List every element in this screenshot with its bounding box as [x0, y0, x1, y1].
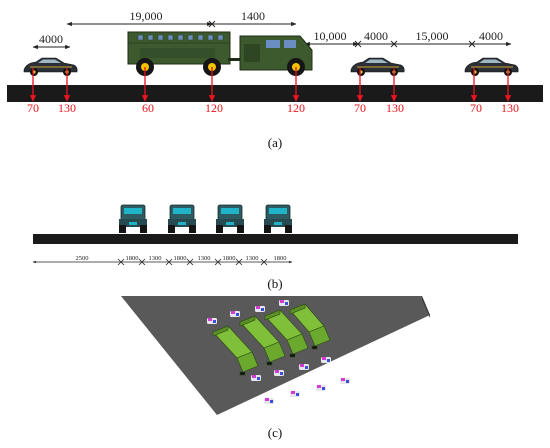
caption-c: (c) [268, 425, 282, 440]
dim-label-car1: 4000 [39, 32, 63, 46]
dim-label-b: 1300 [198, 255, 211, 262]
caption-b: (b) [267, 276, 282, 291]
panel-b: 2500 1800 1300 1800 1300 1800 1300 1800 … [32, 204, 518, 291]
car-3d [274, 370, 284, 376]
dim-tick-cross [117, 258, 125, 266]
load-label: 120 [205, 101, 223, 115]
car-3d [251, 375, 261, 381]
car-3d [321, 357, 331, 363]
car-3d [264, 398, 274, 404]
green-truck-3d [264, 309, 309, 358]
road-a [7, 85, 543, 102]
dim-tick-cross [138, 258, 146, 266]
dim-label-car2: 4000 [364, 29, 388, 43]
car-3 [464, 57, 519, 76]
dim-tick-cross [235, 258, 243, 266]
dim-tick-cross [390, 40, 398, 48]
panel-a-dimension-labels: 4000 19,000 1400 10,000 4000 15,000 4000 [39, 9, 503, 46]
car-3d [279, 300, 289, 306]
green-truck-3d [212, 325, 259, 376]
dim-tick-cross [260, 258, 268, 266]
dim-label-b: 2500 [76, 255, 89, 262]
dim-label-car-gap: 15,000 [416, 29, 449, 43]
load-label: 70 [470, 101, 482, 115]
load-label: 60 [142, 101, 154, 115]
car-3d [290, 391, 300, 397]
dim-label-truck-gap: 1400 [241, 9, 265, 23]
car-2 [350, 57, 405, 76]
dim-label-car3: 4000 [479, 29, 503, 43]
dim-label-truck-span: 19,000 [130, 9, 163, 23]
dim-label-b: 1800 [223, 255, 236, 262]
green-truck-3d [289, 303, 331, 350]
cars-3d [207, 300, 350, 404]
dim-tick-cross [186, 258, 194, 266]
load-label: 130 [501, 101, 519, 115]
load-label: 130 [386, 101, 404, 115]
green-trucks-3d [212, 303, 331, 376]
dim-tick-cross [214, 258, 222, 266]
load-label: 130 [58, 101, 76, 115]
car-3d [299, 364, 309, 370]
dim-label-b: 1300 [149, 255, 162, 262]
car-3d [230, 311, 240, 317]
bridge-deck-edge [422, 296, 430, 318]
car-3d [316, 385, 326, 391]
dim-tick-cross [354, 40, 362, 48]
panel-a-dimension-lines [32, 20, 512, 50]
load-arrows [29, 67, 512, 102]
load-labels: 70 130 60 120 120 70 130 70 130 [27, 101, 519, 115]
caption-a: (a) [268, 135, 282, 150]
load-label: 120 [287, 101, 305, 115]
dim-label-b: 1300 [246, 255, 259, 262]
load-label: 70 [27, 101, 39, 115]
road-b [33, 234, 518, 244]
front-view-vehicle [168, 204, 196, 233]
front-view-vehicle [264, 204, 292, 233]
load-label: 70 [354, 101, 366, 115]
panel-b-dimension-lines [32, 258, 293, 266]
green-truck-3d [239, 315, 286, 366]
panel-c: (c) [121, 296, 430, 440]
car-1 [23, 57, 78, 76]
car-3d [255, 306, 265, 312]
panel-a: 4000 19,000 1400 10,000 4000 15,000 4000 [7, 9, 543, 150]
dim-tick-cross [208, 20, 216, 28]
car-3d [207, 318, 217, 324]
front-view-vehicle [119, 204, 147, 233]
panel-b-dimension-labels: 2500 1800 1300 1800 1300 1800 1300 1800 [76, 255, 287, 262]
dim-label-b: 1800 [274, 255, 287, 262]
dim-label-b: 1800 [126, 255, 139, 262]
dim-label-gap-after-truck: 10,000 [314, 29, 347, 43]
dim-tick-cross [468, 40, 476, 48]
front-view-vehicle [216, 204, 244, 233]
car-3d [340, 378, 350, 384]
dim-label-b: 1800 [174, 255, 187, 262]
military-truck [127, 31, 313, 76]
dim-tick-cross [165, 258, 173, 266]
